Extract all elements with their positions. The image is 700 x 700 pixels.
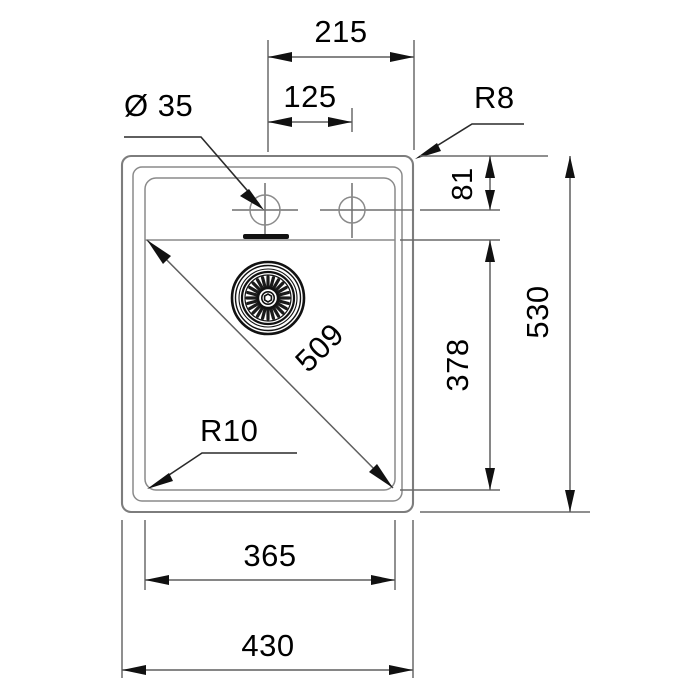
dimension-125: 125 bbox=[268, 79, 353, 132]
dim-label-81: 81 bbox=[447, 167, 479, 200]
arrowhead-125-right bbox=[328, 117, 352, 127]
leader-line-diameter bbox=[124, 136, 260, 205]
dimension-hole-diameter: Ø 35 bbox=[124, 88, 264, 210]
arrowhead-530-bottom bbox=[565, 490, 575, 512]
sink-outline-group bbox=[120, 154, 415, 514]
arrowhead-430-left bbox=[122, 665, 146, 675]
arrowhead-215-left bbox=[268, 52, 292, 62]
dim-label-530: 530 bbox=[520, 285, 555, 338]
drain-ring-4 bbox=[240, 270, 296, 326]
sink-outer-rim bbox=[120, 154, 415, 514]
sink-bowl-inner bbox=[144, 177, 396, 491]
dimension-r10: R10 bbox=[147, 413, 297, 489]
drain-hub-outer bbox=[256, 286, 280, 310]
leader-line-r8 bbox=[426, 123, 524, 153]
dimension-530: 530 bbox=[420, 156, 590, 513]
dim-label-diameter: Ø 35 bbox=[124, 88, 193, 123]
dimension-215: 215 bbox=[267, 14, 415, 152]
arrowhead-215-right bbox=[390, 52, 414, 62]
tap-holes-group bbox=[232, 183, 414, 239]
drain-screw-hex bbox=[263, 293, 273, 303]
dim-label-365: 365 bbox=[243, 538, 296, 573]
dim-label-509: 509 bbox=[288, 316, 350, 378]
arrowhead-365-right bbox=[371, 575, 395, 585]
arrowhead-509-bottomright bbox=[369, 464, 393, 488]
arrowhead-125-left bbox=[268, 117, 292, 127]
dim-line-509 bbox=[146, 239, 394, 489]
arrowhead-81-bottom bbox=[485, 190, 495, 210]
arrowhead-509-topleft bbox=[147, 240, 171, 264]
arrowhead-365-left bbox=[145, 575, 169, 585]
drain-ring-2 bbox=[234, 264, 302, 332]
arrowhead-diameter bbox=[240, 189, 264, 210]
arrowhead-430-right bbox=[389, 665, 413, 675]
drain-hub-inner bbox=[261, 291, 275, 305]
dimension-365: 365 bbox=[144, 520, 396, 590]
dimension-378: 378 bbox=[400, 239, 500, 491]
arrowhead-r8 bbox=[415, 143, 441, 159]
overflow-slot bbox=[243, 234, 289, 239]
dim-label-r10: R10 bbox=[200, 413, 258, 448]
arrowhead-378-bottom bbox=[485, 468, 495, 490]
dim-label-378: 378 bbox=[440, 338, 475, 391]
drain-slots bbox=[245, 275, 291, 321]
drain-ring-3 bbox=[238, 268, 298, 328]
dim-label-215: 215 bbox=[314, 14, 367, 49]
dimension-509: 509 bbox=[146, 239, 394, 489]
dim-label-430: 430 bbox=[241, 628, 294, 663]
dim-label-r8: R8 bbox=[474, 80, 515, 115]
dimension-430: 430 bbox=[121, 520, 414, 678]
dim-label-125: 125 bbox=[283, 79, 336, 114]
tap-hole-right bbox=[338, 196, 366, 224]
dimension-r8: R8 bbox=[415, 80, 524, 159]
arrowhead-81-top bbox=[485, 156, 495, 178]
sink-bowl-outer-edge bbox=[132, 166, 403, 502]
arrowhead-530-top bbox=[565, 156, 575, 178]
drain-strainer-group bbox=[230, 260, 306, 336]
tap-hole-left bbox=[249, 194, 281, 226]
arrowhead-378-top bbox=[485, 240, 495, 262]
arrowhead-r10 bbox=[147, 473, 173, 489]
leader-line-r10 bbox=[159, 452, 297, 482]
drain-basket-rim bbox=[244, 274, 292, 322]
dimension-81: 81 bbox=[420, 155, 548, 211]
drain-outer-ring bbox=[230, 260, 306, 336]
